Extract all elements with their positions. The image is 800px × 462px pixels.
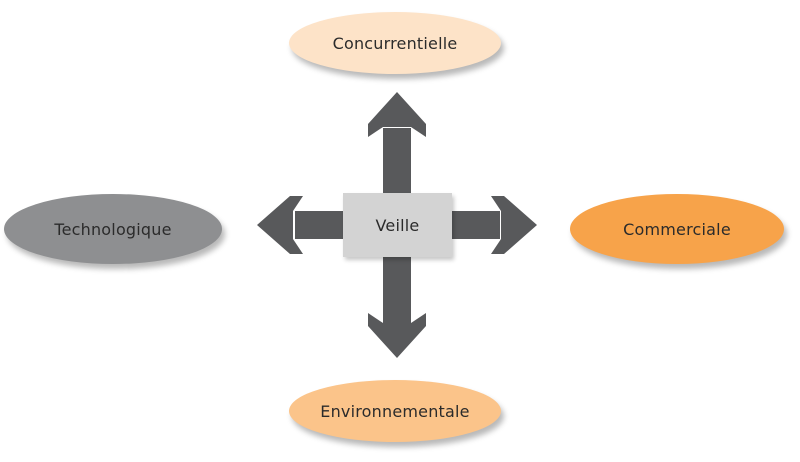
arrowhead-down bbox=[368, 313, 426, 358]
node-environnementale: Environnementale bbox=[289, 380, 501, 442]
node-environnementale-label: Environnementale bbox=[320, 401, 470, 421]
node-concurrentielle: Concurrentielle bbox=[289, 12, 501, 74]
node-commerciale: Commerciale bbox=[570, 194, 784, 264]
node-commerciale-label: Commerciale bbox=[623, 219, 731, 239]
arrowhead-left bbox=[257, 196, 303, 254]
arrowhead-up bbox=[368, 92, 426, 137]
center-node-veille: Veille bbox=[343, 193, 452, 257]
arrowhead-right bbox=[491, 196, 537, 254]
node-concurrentielle-label: Concurrentielle bbox=[332, 33, 458, 53]
node-technologique: Technologique bbox=[4, 194, 222, 264]
center-node-label: Veille bbox=[375, 215, 420, 235]
node-technologique-label: Technologique bbox=[54, 219, 172, 239]
